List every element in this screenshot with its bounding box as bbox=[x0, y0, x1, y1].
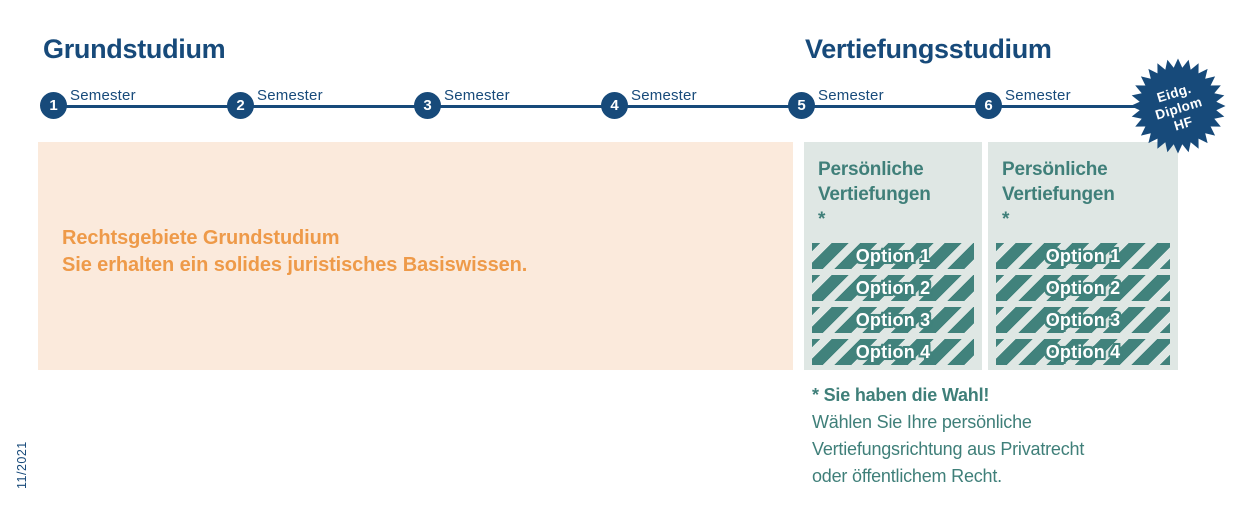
panel-title: Persönliche Vertiefungen * bbox=[818, 157, 931, 232]
semester-6-marker: 6 bbox=[975, 92, 1002, 119]
option-label: Option 2 bbox=[1045, 277, 1121, 298]
grundstudium-block-subtitle: Sie erhalten ein solides juristisches Ba… bbox=[62, 254, 528, 276]
footnote-line: Wählen Sie Ihre persönliche bbox=[812, 412, 1032, 432]
choice-footnote: * Sie haben die Wahl! Wählen Sie Ihre pe… bbox=[812, 382, 1202, 490]
badge-line-3: HF bbox=[1172, 114, 1194, 134]
option-bar: Option 1 bbox=[812, 243, 974, 269]
starburst-shape bbox=[1130, 58, 1226, 154]
vertiefung-panel-semester-5: Persönliche Vertiefungen * Option 1 Opti… bbox=[804, 142, 982, 370]
version-label: 11/2021 bbox=[15, 441, 29, 489]
grundstudium-block-text: Rechtsgebiete Grundstudium Sie erhalten … bbox=[62, 225, 527, 279]
footnote-headline: * Sie haben die Wahl! bbox=[812, 385, 990, 405]
semester-2-marker: 2 bbox=[227, 92, 254, 119]
option-bar: Option 4 bbox=[996, 339, 1170, 365]
panel-title-line1: Persönliche bbox=[818, 159, 924, 180]
option-bar: Option 2 bbox=[812, 275, 974, 301]
semester-4-label: Semester bbox=[631, 87, 697, 104]
panel-title-line2: Vertiefungen bbox=[1002, 184, 1115, 205]
semester-5-label: Semester bbox=[818, 87, 884, 104]
footnote-line: oder öffentlichem Recht. bbox=[812, 466, 1002, 486]
option-bar: Option 2 bbox=[996, 275, 1170, 301]
options-list: Option 1 Option 2 Option 3 Option 4 bbox=[812, 243, 974, 365]
vertiefung-panel-semester-6: Persönliche Vertiefungen * Option 1 Opti… bbox=[988, 142, 1178, 370]
option-label: Option 3 bbox=[1045, 309, 1121, 330]
grundstudium-title: Grundstudium bbox=[43, 34, 226, 64]
panel-title-line2: Vertiefungen bbox=[818, 184, 931, 205]
panel-asterisk: * bbox=[818, 209, 826, 230]
option-label: Option 3 bbox=[855, 309, 931, 330]
panel-asterisk: * bbox=[1002, 209, 1010, 230]
semester-4-marker: 4 bbox=[601, 92, 628, 119]
panel-title: Persönliche Vertiefungen * bbox=[1002, 157, 1115, 232]
panel-title-line1: Persönliche bbox=[1002, 159, 1108, 180]
option-label: Option 2 bbox=[855, 277, 931, 298]
semester-1-label: Semester bbox=[70, 87, 136, 104]
options-list: Option 1 Option 2 Option 3 Option 4 bbox=[996, 243, 1170, 365]
option-label: Option 1 bbox=[855, 245, 931, 266]
semester-3-label: Semester bbox=[444, 87, 510, 104]
option-bar: Option 4 bbox=[812, 339, 974, 365]
semester-6-label: Semester bbox=[1005, 87, 1071, 104]
option-bar: Option 3 bbox=[812, 307, 974, 333]
option-bar: Option 1 bbox=[996, 243, 1170, 269]
diploma-badge: Eidg. Diplom HF bbox=[1130, 58, 1226, 154]
option-label: Option 4 bbox=[855, 341, 931, 362]
grundstudium-block: Rechtsgebiete Grundstudium Sie erhalten … bbox=[38, 142, 793, 370]
footnote-line: Vertiefungsrichtung aus Privatrecht bbox=[812, 439, 1085, 459]
semester-5-marker: 5 bbox=[788, 92, 815, 119]
semester-1-marker: 1 bbox=[40, 92, 67, 119]
option-bar: Option 3 bbox=[996, 307, 1170, 333]
grundstudium-block-title: Rechtsgebiete Grundstudium bbox=[62, 227, 340, 249]
option-label: Option 4 bbox=[1045, 341, 1121, 362]
vertiefungsstudium-title: Vertiefungsstudium bbox=[805, 34, 1052, 64]
option-label: Option 1 bbox=[1045, 245, 1121, 266]
semester-3-marker: 3 bbox=[414, 92, 441, 119]
semester-2-label: Semester bbox=[257, 87, 323, 104]
